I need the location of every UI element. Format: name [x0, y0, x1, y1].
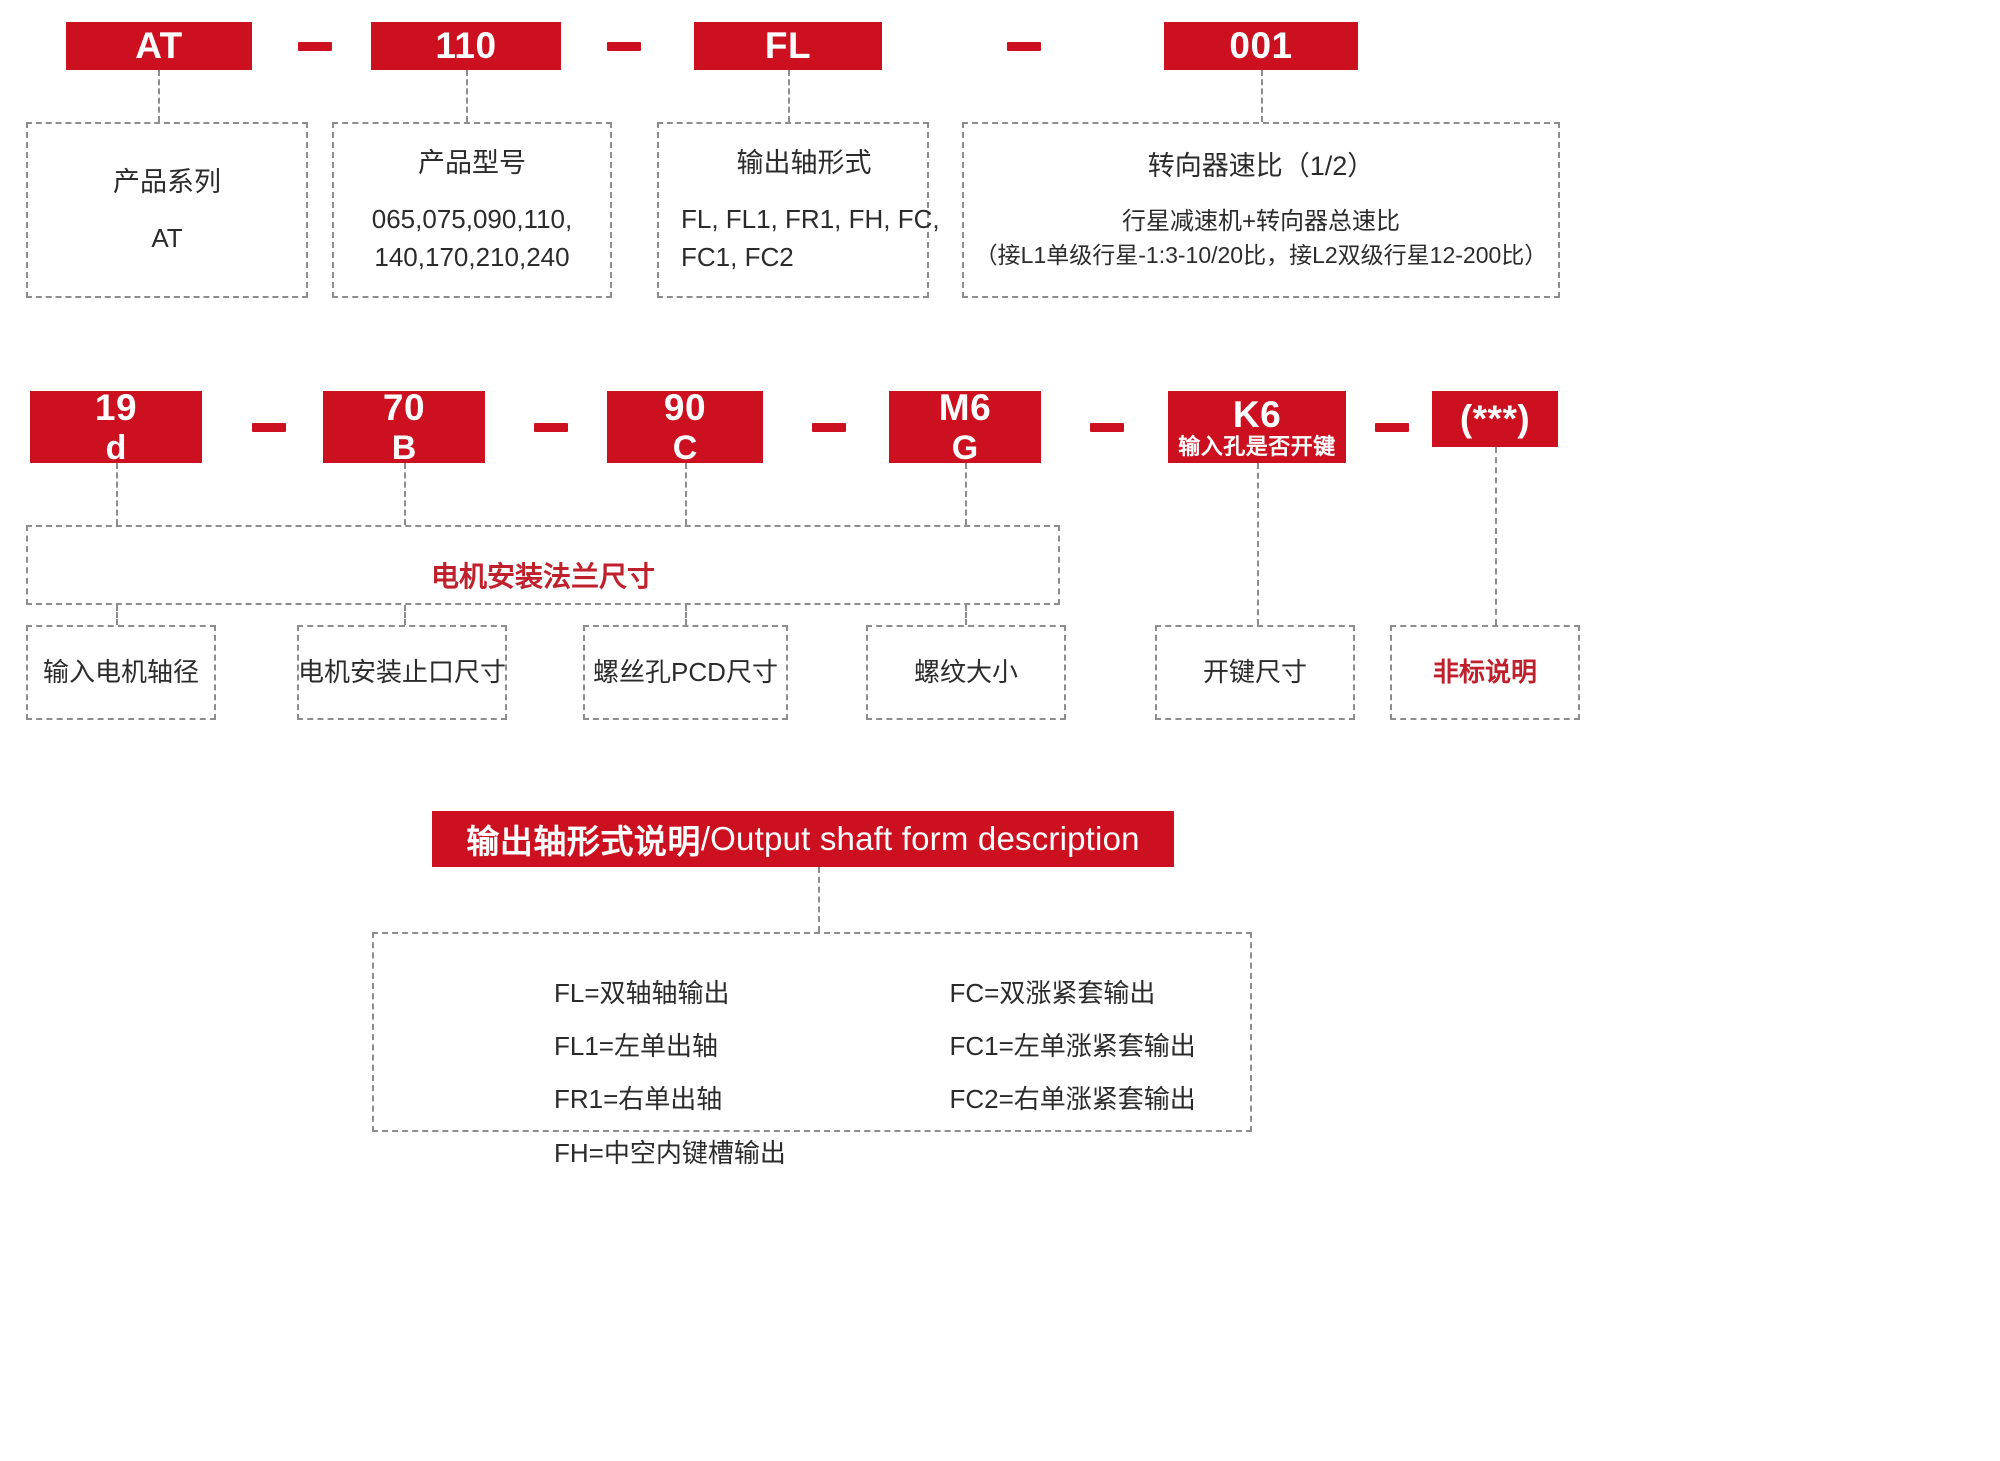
connector-thread [965, 463, 967, 525]
separator-dash-3 [1007, 42, 1041, 51]
descriptor-shaft-diameter-title: 输入电机轴径 [42, 656, 199, 687]
output-shaft-legend: FL=双轴轴输出 FL1=左单出轴 FR1=右单出轴 FH=中空内键槽输出 FC… [372, 932, 1252, 1168]
connector-flange-thread [965, 605, 967, 625]
legend-item-fl1: FL1=左单出轴 [554, 1031, 718, 1062]
connector-shaft-diameter [116, 463, 118, 525]
code-chip-ratio: 001 [1164, 22, 1358, 70]
descriptor-series: 产品系列 AT [26, 122, 308, 298]
code-chip-shaft-diameter-value: 19 [94, 387, 138, 429]
connector-ratio [1261, 70, 1263, 122]
legend-item-fr1: FR1=右单出轴 [554, 1084, 723, 1115]
code-chip-thread-value: M6 [938, 387, 992, 429]
descriptor-shaft-form-title: 输出轴形式 [736, 147, 872, 178]
separator-dash-1 [298, 42, 332, 51]
code-chip-shaft-diameter-sub: d [105, 428, 127, 467]
code-chip-keyway-note: 输入孔是否开键 [1178, 434, 1336, 460]
descriptor-model-title: 产品型号 [418, 147, 526, 178]
flange-dimension-label: 电机安装法兰尺寸 [430, 561, 655, 592]
legend-column-right: FC=双涨紧套输出 FC1=左单涨紧套输出 FC2=右单涨紧套输出 [949, 978, 1250, 1114]
connector-nonstandard [1495, 447, 1497, 625]
descriptor-series-title: 产品系列 [113, 166, 221, 197]
descriptor-ratio-title: 转向器速比（1/2） [1147, 151, 1375, 182]
separator-dash-2 [607, 42, 641, 51]
code-chip-pcd-sub: C [672, 428, 698, 467]
descriptor-thread-title: 螺纹大小 [913, 656, 1018, 687]
descriptor-shaft-diameter: 输入电机轴径 [26, 625, 216, 720]
code-chip-ratio-value: 001 [1229, 25, 1293, 67]
connector-flange-spigot [404, 605, 406, 625]
code-chip-pcd: 90 C [607, 387, 763, 467]
legend-item-fl: FL=双轴轴输出 [554, 978, 730, 1008]
connector-banner-legend [818, 867, 820, 932]
separator-dash-8 [1375, 423, 1409, 432]
code-chip-series-value: AT [135, 25, 183, 67]
output-shaft-banner-cn: 输出轴形式说明 [466, 823, 701, 860]
code-chip-thread-sub: G [951, 428, 979, 467]
descriptor-series-line-1: AT [151, 222, 183, 253]
connector-series [158, 70, 160, 122]
code-chip-shaft-form-value: FL [764, 25, 812, 67]
descriptor-model: 产品型号 065,075,090,110, 140,170,210,240 [332, 122, 612, 298]
descriptor-ratio-line-1: 行星减速机+转向器总速比 [1121, 207, 1400, 235]
descriptor-shaft-form-line-1: FL, FL1, FR1, FH, FC, [681, 203, 940, 234]
flange-dimension-group: 电机安装法兰尺寸 [26, 525, 1060, 605]
descriptor-shaft-form-line-2: FC1, FC2 [681, 241, 794, 272]
legend-item-fc1: FC1=左单涨紧套输出 [949, 1031, 1196, 1062]
descriptor-shaft-form: 输出轴形式 FL, FL1, FR1, FH, FC, FC1, FC2 [657, 122, 940, 298]
descriptor-ratio: 转向器速比（1/2） 行星减速机+转向器总速比 （接L1单级行星-1:3-10/… [962, 122, 1560, 298]
code-chip-spigot: 70 B [323, 387, 485, 467]
descriptor-spigot-title: 电机安装止口尺寸 [298, 656, 507, 687]
output-shaft-banner: 输出轴形式说明 /Output shaft form description [432, 811, 1174, 867]
separator-dash-4 [252, 423, 286, 432]
code-chip-thread: M6 G [889, 387, 1041, 467]
separator-dash-7 [1090, 423, 1124, 432]
legend-item-fc2: FC2=右单涨紧套输出 [949, 1084, 1196, 1115]
connector-flange-shaft-diameter [116, 605, 118, 625]
code-chip-nonstandard: (***) [1432, 391, 1558, 447]
legend-column-left: FL=双轴轴输出 FL1=左单出轴 FR1=右单出轴 FH=中空内键槽输出 [554, 978, 829, 1168]
legend-item-fc: FC=双涨紧套输出 [949, 978, 1156, 1008]
output-shaft-banner-en: /Output shaft form description [700, 820, 1140, 857]
descriptor-keyway: 开键尺寸 [1155, 625, 1355, 720]
descriptor-nonstandard: 非标说明 [1390, 625, 1580, 720]
code-chip-series: AT [66, 22, 252, 70]
legend-item-fh: FH=中空内键槽输出 [554, 1137, 786, 1168]
descriptor-thread: 螺纹大小 [866, 625, 1066, 720]
connector-flange-pcd [685, 605, 687, 625]
code-chip-keyway-value: K6 [1232, 393, 1282, 435]
descriptor-spigot: 电机安装止口尺寸 [297, 625, 507, 720]
connector-pcd [685, 463, 687, 525]
code-chip-shaft-diameter: 19 d [30, 387, 202, 467]
connector-keyway [1257, 463, 1259, 625]
code-chip-pcd-value: 90 [663, 387, 707, 429]
descriptor-model-line-2: 140,170,210,240 [374, 241, 570, 272]
descriptor-pcd-title: 螺丝孔PCD尺寸 [593, 656, 778, 687]
descriptor-ratio-line-2: （接L1单级行星-1:3-10/20比，接L2双级行星12-200比） [974, 242, 1548, 269]
code-chip-spigot-value: 70 [382, 387, 426, 429]
connector-shaft-form [788, 70, 790, 122]
code-chip-shaft-form: FL [694, 22, 882, 70]
code-chip-keyway: K6 输入孔是否开键 [1168, 391, 1346, 463]
descriptor-model-line-1: 065,075,090,110, [371, 203, 573, 234]
code-chip-nonstandard-value: (***) [1459, 398, 1531, 440]
connector-model [466, 70, 468, 122]
code-chip-spigot-sub: B [391, 428, 417, 467]
descriptor-keyway-title: 开键尺寸 [1202, 656, 1307, 687]
code-chip-model-value: 110 [435, 25, 497, 67]
descriptor-pcd: 螺丝孔PCD尺寸 [583, 625, 788, 720]
separator-dash-5 [534, 423, 568, 432]
code-chip-model: 110 [371, 22, 561, 70]
descriptor-nonstandard-title: 非标说明 [1432, 656, 1537, 687]
separator-dash-6 [812, 423, 846, 432]
connector-spigot [404, 463, 406, 525]
